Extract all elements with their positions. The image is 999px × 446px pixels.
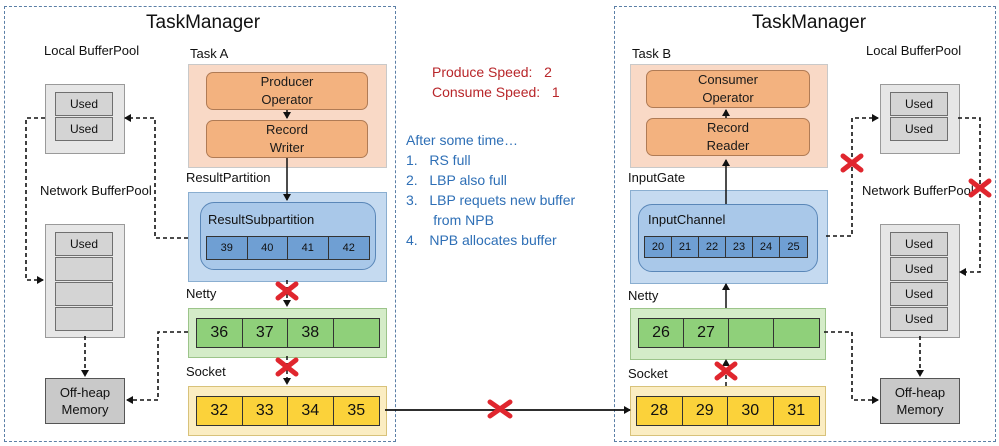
buffer-cell: 37 — [243, 319, 288, 347]
right-taskmanager-title: TaskManager — [752, 12, 867, 33]
right-network-slot: Used — [890, 257, 948, 281]
right-network-slot: Used — [890, 232, 948, 256]
arrow-subpartition-to-localpool — [124, 114, 188, 239]
task-b-label: Task B — [632, 46, 672, 61]
buffer-cell: 35 — [347, 402, 366, 419]
right-offheap-memory: Off-heap Memory — [880, 378, 960, 424]
right-network-slot: Used — [890, 282, 948, 306]
buffer-cell: 39 — [207, 237, 248, 259]
right-local-slot: Used — [890, 117, 948, 141]
right-netty-buffers: 26 27 — [638, 318, 820, 348]
arrow-right-netty-to-offheap — [824, 331, 879, 404]
result-subpartition-buffers: 39 40 41 42 — [206, 236, 370, 260]
buffer-cell: 24 — [753, 237, 780, 257]
left-local-slot: Used — [55, 117, 113, 141]
result-partition-label: ResultPartition — [186, 170, 271, 185]
blocked-x-icon — [275, 357, 299, 377]
blocked-x-icon — [714, 361, 738, 381]
note-item: from NPB — [406, 212, 494, 228]
left-network-bufferpool-title: Network BufferPool — [40, 183, 152, 198]
task-a-label: Task A — [190, 46, 229, 61]
blocked-x-icon — [840, 153, 864, 173]
arrow-localpool-to-networkpool-right — [958, 117, 981, 276]
buffer-cell: 28 — [637, 397, 683, 425]
left-network-slot: Used — [55, 232, 113, 256]
buffer-cell: 34 — [288, 397, 334, 425]
buffer-cell: 31 — [787, 402, 806, 419]
left-taskmanager — [4, 6, 396, 442]
arrow-inputchannel-to-localpool — [826, 114, 879, 237]
right-network-slot: Used — [890, 307, 948, 331]
right-socket-label: Socket — [628, 366, 668, 381]
buffer-cell: 36 — [197, 319, 243, 347]
right-taskmanager — [614, 6, 996, 442]
buffer-cell: 41 — [288, 237, 329, 259]
buffer-cell: 38 — [288, 319, 334, 347]
produce-speed-text: Produce Speed: 2 — [432, 64, 552, 80]
left-netty-label: Netty — [186, 286, 217, 301]
left-network-slot — [55, 257, 113, 281]
buffer-cell: 27 — [684, 319, 729, 347]
buffer-cell: 22 — [699, 237, 726, 257]
consumer-operator: Consumer Operator — [646, 70, 810, 108]
blocked-x-icon — [968, 178, 992, 198]
left-network-slot — [55, 307, 113, 331]
result-subpartition-label: ResultSubpartition — [208, 212, 315, 227]
left-netty-buffers: 36 37 38 — [196, 318, 380, 348]
buffer-cell: 33 — [243, 397, 288, 425]
buffer-cell: 25 — [787, 241, 800, 253]
buffer-cell: 42 — [342, 242, 355, 254]
left-local-slot: Used — [55, 92, 113, 116]
arrow-localpool-to-networkpool — [25, 117, 45, 284]
note-item: 3. LBP requets new buffer — [406, 192, 576, 208]
left-network-slot — [55, 282, 113, 306]
note-item: 1. RS full — [406, 152, 471, 168]
notes-title: After some time… — [406, 132, 519, 148]
record-reader: Record Reader — [646, 118, 810, 156]
input-gate-label: InputGate — [628, 170, 686, 185]
buffer-cell: 30 — [728, 397, 774, 425]
arrow-netty-to-offheap — [126, 331, 188, 404]
left-socket-label: Socket — [186, 364, 226, 379]
right-netty-label: Netty — [628, 288, 659, 303]
buffer-cell — [729, 319, 774, 347]
consume-speed-text: Consume Speed: 1 — [432, 84, 560, 100]
producer-operator: Producer Operator — [206, 72, 368, 110]
right-local-slot: Used — [890, 92, 948, 116]
blocked-x-icon — [275, 281, 299, 301]
buffer-cell: 21 — [672, 237, 699, 257]
record-writer: Record Writer — [206, 120, 368, 158]
note-item: 2. LBP also full — [406, 172, 507, 188]
right-local-bufferpool-title: Local BufferPool — [866, 43, 962, 58]
input-channel-label: InputChannel — [648, 212, 726, 227]
buffer-cell: 32 — [197, 397, 243, 425]
buffer-cell: 26 — [639, 319, 684, 347]
left-socket-buffers: 32 33 34 35 — [196, 396, 380, 426]
input-channel-buffers: 20 21 22 23 24 25 — [644, 236, 808, 258]
buffer-cell: 40 — [248, 237, 288, 259]
blocked-x-icon — [487, 399, 513, 419]
buffer-cell: 29 — [683, 397, 728, 425]
left-local-bufferpool-title: Local BufferPool — [44, 43, 140, 58]
right-socket-buffers: 28 29 30 31 — [636, 396, 820, 426]
left-taskmanager-title: TaskManager — [146, 12, 261, 33]
buffer-cell: 20 — [645, 237, 672, 257]
buffer-cell: 23 — [726, 237, 753, 257]
note-item: 4. NPB allocates buffer — [406, 232, 557, 248]
right-network-bufferpool-title: Network BufferPool — [862, 183, 974, 198]
left-offheap-memory: Off-heap Memory — [45, 378, 125, 424]
